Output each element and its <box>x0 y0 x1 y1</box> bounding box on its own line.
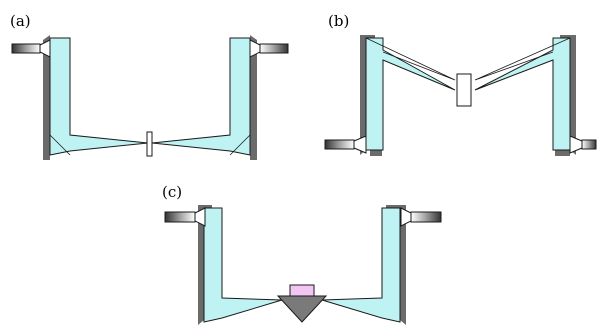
sample-b <box>456 73 472 107</box>
lens-b-left <box>353 135 367 154</box>
lens-c-left <box>194 207 206 227</box>
mirror-c-right <box>400 205 406 325</box>
panel-b-label: (b) <box>328 12 349 30</box>
panel-c-label: (c) <box>162 183 182 201</box>
beam-c-right <box>321 207 401 323</box>
sample-c <box>289 284 315 297</box>
panel-b: (b) <box>324 12 597 156</box>
mirror-b-left <box>360 35 366 155</box>
panel-c: (c) <box>162 183 442 325</box>
beam-b-right <box>474 37 571 151</box>
beam-a-right <box>151 37 251 156</box>
panel-a-label: (a) <box>10 12 31 30</box>
source-c-right <box>410 211 442 223</box>
beam-c-left <box>203 207 283 323</box>
lens-a-left <box>39 39 51 58</box>
ray-b-right <box>474 37 571 81</box>
source-a-right <box>259 43 289 54</box>
source-a-left <box>11 43 41 54</box>
sample-a <box>146 131 153 157</box>
ray-b-left <box>365 37 456 81</box>
mirror-a-left-bottom <box>43 108 50 160</box>
mirror-a-right-bottom <box>250 108 257 160</box>
mirror-b-right <box>570 35 576 155</box>
lens-b-right <box>569 135 583 154</box>
ray-a-left <box>49 134 71 156</box>
panel-a: (a) <box>10 12 289 160</box>
ray-a-right <box>229 134 251 156</box>
lens-c-right <box>400 207 412 227</box>
beam-a-left <box>49 37 149 156</box>
source-b-right <box>581 139 597 150</box>
mirror-c-left <box>198 205 204 325</box>
prism-c <box>276 295 328 323</box>
source-c-left <box>164 211 196 223</box>
beam-b-left <box>365 37 456 151</box>
source-b-left <box>324 139 355 150</box>
lens-a-right <box>249 39 261 58</box>
